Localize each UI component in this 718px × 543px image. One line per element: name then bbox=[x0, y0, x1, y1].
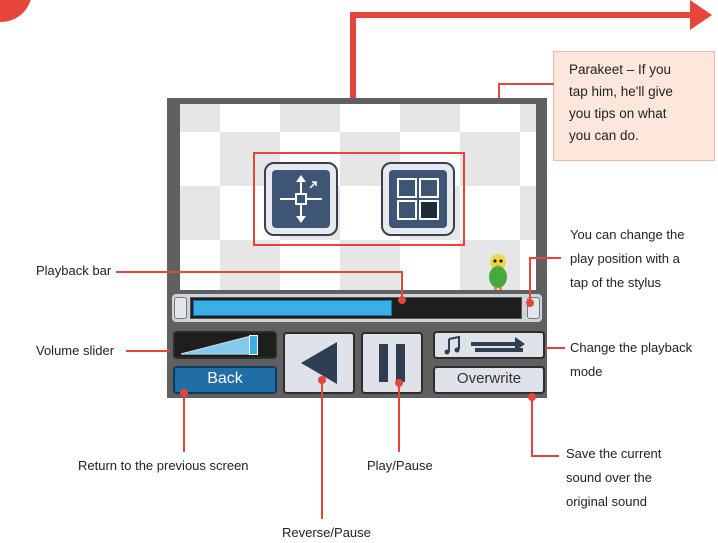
pause-button[interactable] bbox=[361, 332, 423, 394]
checker-cell bbox=[400, 240, 460, 290]
reverse-leader-v bbox=[321, 379, 323, 519]
save-leader-h bbox=[531, 455, 559, 457]
back-leader-dot bbox=[180, 389, 188, 397]
checker-cell bbox=[180, 240, 220, 290]
parakeet-note-line-4: you can do. bbox=[569, 128, 639, 143]
change-mode-note-line-2: mode bbox=[570, 364, 603, 379]
checker-cell bbox=[460, 104, 520, 132]
reverse-button[interactable] bbox=[283, 332, 355, 394]
ds-screen: Back Overwrite bbox=[167, 98, 547, 398]
checker-cell bbox=[520, 132, 536, 186]
volume-handle[interactable] bbox=[249, 335, 258, 355]
checker-cell bbox=[400, 104, 460, 132]
play-position-leader-h bbox=[529, 257, 561, 259]
volume-leader bbox=[126, 350, 170, 352]
playback-bar-note: Playback bar bbox=[36, 263, 112, 278]
volume-slider-note: Volume slider bbox=[36, 343, 115, 358]
back-button-label: Back bbox=[207, 370, 243, 387]
tools-highlight bbox=[253, 152, 465, 246]
checker-cell bbox=[280, 240, 340, 290]
play-position-note-line-1: You can change the bbox=[570, 227, 685, 242]
checker-cell bbox=[460, 186, 520, 240]
grid-view-icon bbox=[397, 178, 439, 220]
move-tool-icon bbox=[280, 175, 322, 223]
pause-leader-dot bbox=[395, 379, 403, 387]
parakeet-icon[interactable] bbox=[484, 250, 512, 290]
checker-cell bbox=[220, 240, 280, 290]
playback-bar-leader-v bbox=[401, 271, 403, 299]
play-position-note-line-2: play position with a bbox=[570, 251, 680, 266]
arrow-line-vertical bbox=[350, 12, 356, 160]
grid-view-button[interactable] bbox=[381, 162, 455, 236]
back-leader-v bbox=[183, 392, 185, 452]
checker-cell bbox=[220, 104, 280, 132]
overwrite-button-label: Overwrite bbox=[456, 370, 522, 387]
checker-cell bbox=[340, 240, 400, 290]
checker-cell bbox=[180, 104, 220, 132]
volume-slider[interactable] bbox=[173, 331, 277, 359]
parakeet-note-line-1: Parakeet – If you bbox=[569, 62, 672, 77]
pause-leader-v bbox=[398, 382, 400, 452]
playback-bar-leader-h bbox=[116, 271, 402, 273]
parakeet-leader-h bbox=[498, 83, 554, 85]
checker-cell bbox=[180, 186, 220, 240]
play-position-note-line-3: tap of the stylus bbox=[570, 275, 662, 290]
playback-bar-fill bbox=[193, 300, 392, 316]
checker-cell bbox=[340, 104, 400, 132]
change-mode-leader bbox=[545, 347, 565, 349]
checker-cell bbox=[520, 104, 536, 132]
volume-ramp-icon bbox=[180, 335, 252, 355]
return-note: Return to the previous screen bbox=[78, 458, 249, 473]
playback-bar-left-cap bbox=[174, 297, 187, 319]
back-button[interactable]: Back bbox=[173, 366, 277, 394]
arrow-head-icon bbox=[690, 0, 712, 30]
play-position-leader-v bbox=[529, 257, 531, 303]
play-position-leader-dot bbox=[526, 299, 534, 307]
parakeet-note-line-2: tap him, he'll give bbox=[569, 84, 673, 99]
save-note-line-3: original sound bbox=[566, 494, 647, 509]
parakeet-note bbox=[553, 51, 715, 161]
checker-cell bbox=[520, 240, 536, 290]
save-leader-v bbox=[531, 396, 533, 456]
save-note-line-1: Save the current bbox=[566, 446, 662, 461]
move-tool-button[interactable] bbox=[264, 162, 338, 236]
playback-bar-leader-dot bbox=[398, 296, 406, 304]
save-leader-dot bbox=[528, 393, 536, 401]
parakeet-note-line-3: you tips on what bbox=[569, 106, 667, 121]
playback-bar[interactable] bbox=[190, 297, 522, 319]
reverse-pause-note: Reverse/Pause bbox=[282, 525, 371, 540]
checker-cell bbox=[180, 132, 220, 186]
arrow-line-horizontal bbox=[350, 12, 695, 18]
pause-icon bbox=[379, 344, 405, 382]
play-pause-note: Play/Pause bbox=[367, 458, 433, 473]
loop-mode-icon bbox=[444, 335, 525, 355]
change-mode-note-line-1: Change the playback bbox=[570, 340, 693, 355]
reverse-triangle-icon bbox=[301, 342, 337, 384]
checker-cell bbox=[280, 104, 340, 132]
reverse-leader-dot bbox=[318, 376, 326, 384]
section-marker-icon bbox=[0, 0, 32, 22]
overwrite-button[interactable]: Overwrite bbox=[433, 366, 545, 394]
playback-mode-button[interactable] bbox=[433, 331, 545, 359]
checker-cell bbox=[520, 186, 536, 240]
checker-cell bbox=[460, 132, 520, 186]
save-note-line-2: sound over the bbox=[566, 470, 653, 485]
